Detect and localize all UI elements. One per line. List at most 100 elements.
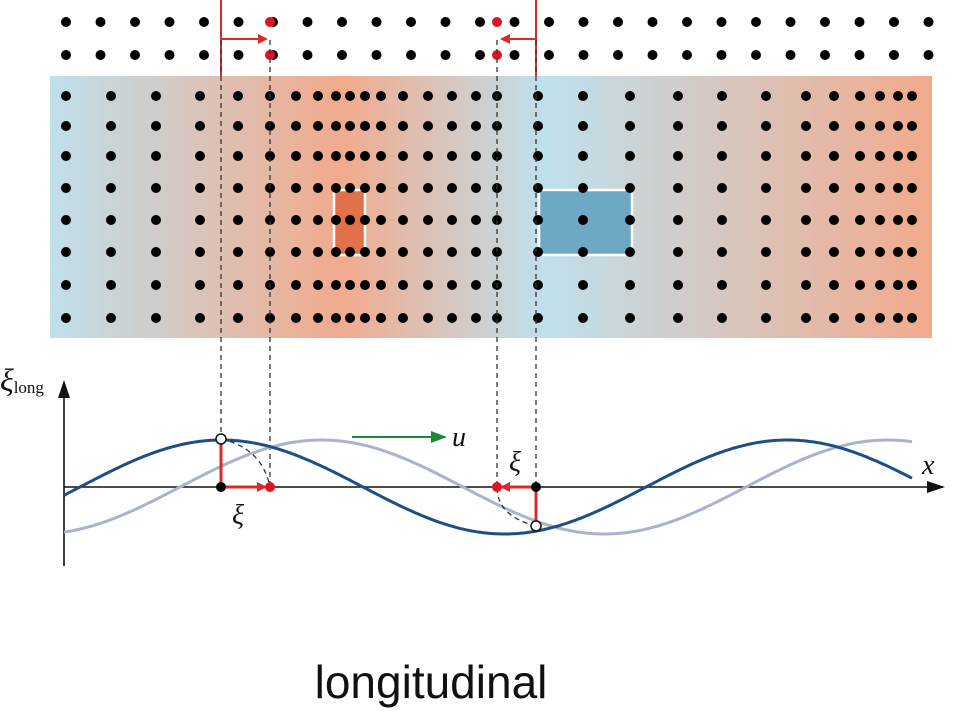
particle — [61, 91, 71, 101]
reference-particle — [199, 17, 209, 27]
particle — [625, 121, 635, 131]
displaced-particle — [492, 17, 502, 27]
particle — [376, 313, 386, 323]
particle — [855, 313, 865, 323]
particle — [331, 215, 341, 225]
particle — [578, 151, 588, 161]
particle — [313, 183, 323, 193]
particle — [893, 280, 903, 290]
medium-band — [50, 76, 932, 338]
particle — [907, 247, 917, 257]
reference-particle — [578, 50, 589, 60]
particle — [291, 215, 301, 225]
particle — [233, 121, 243, 131]
particle — [360, 183, 370, 193]
x-axis-label: x — [921, 450, 935, 481]
particle — [398, 183, 408, 193]
particle — [151, 121, 161, 131]
particle — [801, 183, 811, 193]
particle — [829, 280, 839, 290]
particle — [345, 151, 355, 161]
particle — [673, 247, 683, 257]
particle — [761, 247, 771, 257]
particle — [673, 183, 683, 193]
particle — [673, 313, 683, 323]
reference-particle — [544, 17, 554, 27]
particle — [801, 121, 811, 131]
particle — [533, 280, 543, 290]
particle — [61, 247, 71, 257]
particle — [533, 91, 543, 101]
reference-particle — [475, 17, 485, 27]
particle — [717, 121, 727, 131]
reference-particle — [337, 50, 347, 60]
particle — [423, 151, 433, 161]
particle — [447, 91, 457, 101]
particle — [313, 247, 323, 257]
particle — [761, 91, 771, 101]
particle — [195, 121, 205, 131]
particle — [855, 91, 865, 101]
particle — [855, 151, 865, 161]
reference-particle — [578, 17, 589, 27]
reference-particle-rows — [61, 17, 934, 60]
particle — [61, 151, 71, 161]
particle — [907, 313, 917, 323]
particle — [717, 313, 727, 323]
particle — [106, 121, 116, 131]
particle — [625, 151, 635, 161]
reference-particle — [475, 50, 485, 60]
particle — [233, 215, 243, 225]
reference-particle — [820, 50, 830, 60]
particle — [533, 313, 543, 323]
reference-particle — [302, 50, 313, 60]
particle — [106, 215, 116, 225]
particle — [829, 91, 839, 101]
particle — [673, 91, 683, 101]
particle — [376, 247, 386, 257]
reference-particle — [785, 50, 796, 60]
y-axis-subscript: long — [14, 378, 45, 397]
particle — [106, 280, 116, 290]
particle — [376, 151, 386, 161]
particle — [331, 183, 341, 193]
particle — [398, 280, 408, 290]
particle — [151, 247, 161, 257]
particle — [423, 121, 433, 131]
particle — [829, 183, 839, 193]
particle — [423, 280, 433, 290]
displacement-left-label: ξ — [232, 500, 244, 531]
particle — [855, 183, 865, 193]
particle — [717, 183, 727, 193]
particle — [195, 91, 205, 101]
particle — [893, 215, 903, 225]
particle — [801, 215, 811, 225]
particle — [533, 121, 543, 131]
particle — [875, 247, 885, 257]
particle — [533, 151, 543, 161]
particle — [265, 313, 275, 323]
particle — [233, 151, 243, 161]
reference-particle — [61, 17, 71, 27]
particle — [673, 151, 683, 161]
particle — [376, 121, 386, 131]
particle — [533, 183, 543, 193]
particle — [291, 183, 301, 193]
reference-particle — [95, 50, 106, 60]
particle — [673, 121, 683, 131]
particle — [331, 121, 341, 131]
rotation-arc-left — [220, 438, 271, 488]
reference-particle — [751, 50, 761, 60]
reference-particle — [509, 17, 520, 27]
particle — [875, 280, 885, 290]
particle — [360, 91, 370, 101]
particle — [313, 121, 323, 131]
particle — [291, 247, 301, 257]
particle — [875, 183, 885, 193]
particle — [345, 313, 355, 323]
particle — [801, 247, 811, 257]
particle — [471, 280, 481, 290]
particle — [423, 313, 433, 323]
particle — [578, 280, 588, 290]
